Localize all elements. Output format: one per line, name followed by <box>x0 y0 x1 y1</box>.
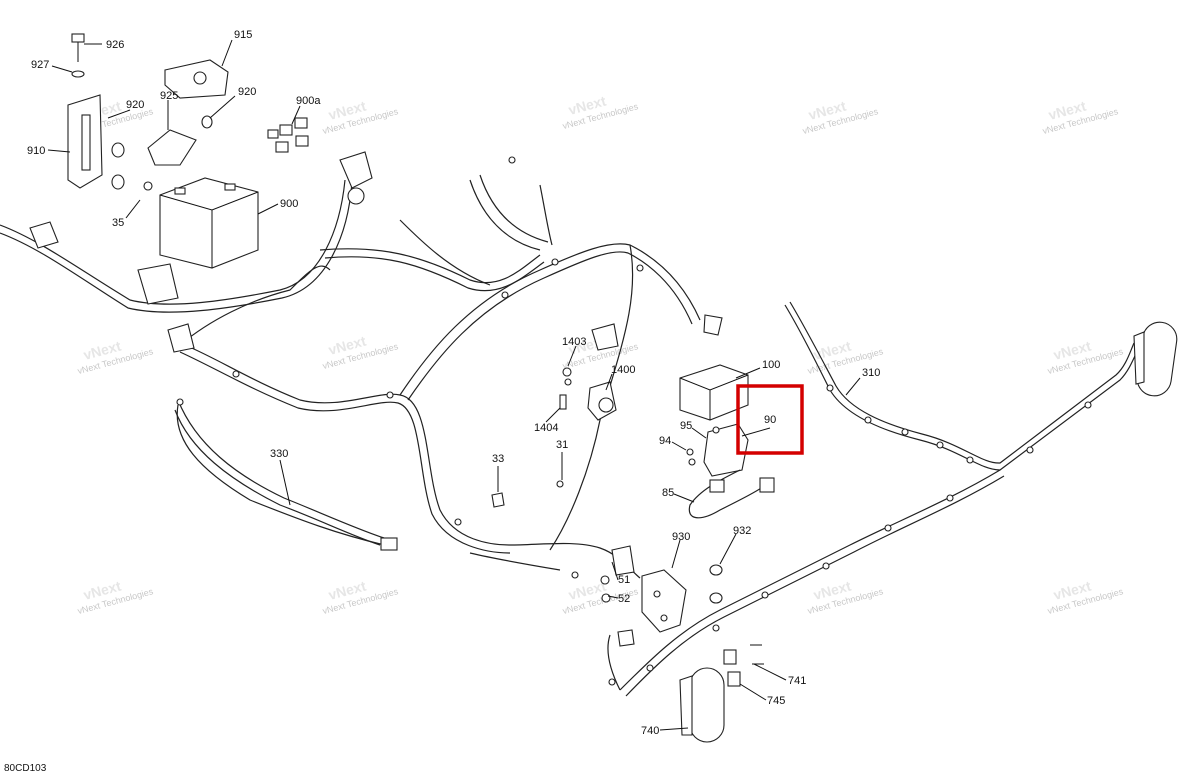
callout-900a: 900a <box>296 95 321 107</box>
relay-assembly-90 <box>686 423 775 519</box>
callout-52: 52 <box>618 593 630 605</box>
nut-741 <box>723 649 737 665</box>
harness-330 <box>176 404 398 551</box>
fasteners-900a <box>267 117 309 153</box>
callout-90: 90 <box>764 414 776 426</box>
module-930 <box>600 564 723 633</box>
callout-labels: 926 927 915 920 925 920 900a 910 35 900 … <box>27 29 880 737</box>
callout-330: 330 <box>270 448 288 460</box>
leader-lines <box>47 39 861 731</box>
harness-330-connector <box>380 537 398 551</box>
callout-1404: 1404 <box>534 422 558 434</box>
fuse-box-connector <box>137 263 179 305</box>
battery-bracket-assembly <box>67 33 153 191</box>
connector-1403 <box>591 323 619 351</box>
lower-left-connector <box>167 323 195 353</box>
upper-right-connector <box>703 314 723 336</box>
connector-top <box>339 151 373 189</box>
screw-1404 <box>559 394 567 410</box>
module-100 <box>679 364 749 421</box>
callout-51: 51 <box>618 574 630 586</box>
callout-95: 95 <box>680 420 692 432</box>
callout-915: 915 <box>234 29 252 41</box>
grommet-932 <box>709 564 723 576</box>
hold-down-925 <box>147 129 197 166</box>
fasteners-33-31 <box>491 480 564 508</box>
callout-932: 932 <box>733 525 751 537</box>
battery-hold-down <box>147 59 229 166</box>
grommet-932b <box>709 592 723 604</box>
diagram-reference: 80CD103 <box>4 763 47 774</box>
lamp-740 <box>679 644 764 743</box>
nut-920 <box>111 142 125 158</box>
callout-1400: 1400 <box>611 364 635 376</box>
callout-1403: 1403 <box>562 336 586 348</box>
callout-310: 310 <box>862 367 880 379</box>
callout-927: 927 <box>31 59 49 71</box>
sensor-1400-assembly <box>559 367 617 421</box>
callout-85: 85 <box>662 487 674 499</box>
callout-740: 740 <box>641 725 659 737</box>
nut-745 <box>727 671 741 687</box>
callout-930: 930 <box>672 531 690 543</box>
rear-connector <box>617 629 635 647</box>
battery-900 <box>159 177 259 269</box>
harness-clips <box>176 156 1092 686</box>
callout-35: 35 <box>112 217 124 229</box>
connector-51 <box>611 545 635 576</box>
callout-33: 33 <box>492 453 504 465</box>
callout-741: 741 <box>788 675 806 687</box>
bracket-slot <box>81 114 91 171</box>
callout-900: 900 <box>280 198 298 210</box>
callout-920a: 920 <box>126 99 144 111</box>
harness-connectors <box>29 151 723 647</box>
taillight-right <box>1133 321 1178 397</box>
callout-925: 925 <box>160 90 178 102</box>
callout-910: 910 <box>27 145 45 157</box>
highlight-box-90 <box>736 384 804 455</box>
callout-94: 94 <box>659 435 671 447</box>
left-connector <box>29 221 59 249</box>
bolt-926 <box>71 33 85 43</box>
callout-100: 100 <box>762 359 780 371</box>
main-harness <box>0 174 701 579</box>
washer-927 <box>71 70 85 78</box>
callout-926: 926 <box>106 39 124 51</box>
callout-745: 745 <box>767 695 785 707</box>
callout-920b: 920 <box>238 86 256 98</box>
callout-31: 31 <box>556 439 568 451</box>
nut-35 <box>111 174 125 190</box>
